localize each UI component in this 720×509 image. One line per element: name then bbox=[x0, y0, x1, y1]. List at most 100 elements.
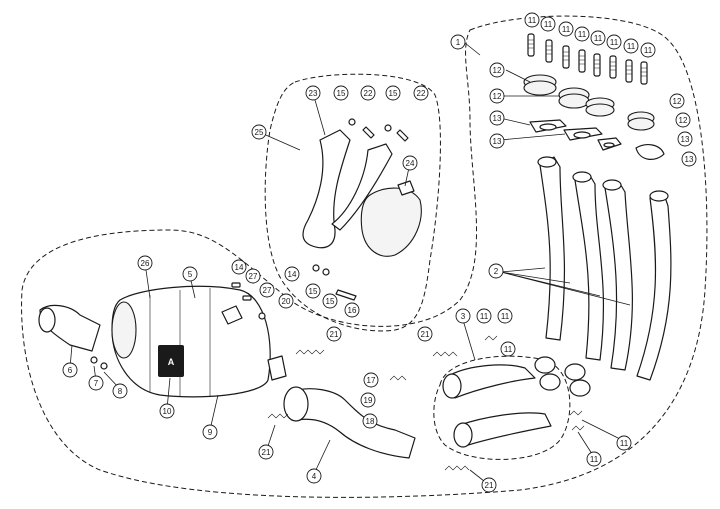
callout-c11i: 11 bbox=[476, 308, 492, 324]
callout-c21a: 21 bbox=[326, 326, 342, 342]
callout-number: 11 bbox=[578, 30, 587, 39]
springs-21 bbox=[267, 335, 585, 471]
callout-circle bbox=[481, 477, 497, 493]
callout-circle bbox=[675, 112, 691, 128]
callout-number: 11 bbox=[594, 34, 603, 43]
callout-c13b: 13 bbox=[489, 133, 505, 149]
callout-number: 27 bbox=[249, 272, 258, 281]
hanger-bracket bbox=[302, 129, 393, 249]
callout-number: 11 bbox=[620, 439, 629, 448]
callout-number: 12 bbox=[493, 66, 502, 75]
callout-circle bbox=[112, 383, 128, 399]
header-pipes bbox=[534, 156, 672, 397]
callout-number: 6 bbox=[68, 366, 73, 375]
callout-c11g: 11 bbox=[623, 38, 639, 54]
callout-c12d: 12 bbox=[675, 112, 691, 128]
callout-number: 23 bbox=[309, 89, 318, 98]
callout-circle bbox=[344, 302, 360, 318]
end-cap bbox=[38, 304, 101, 352]
callout-circle bbox=[333, 85, 349, 101]
callout-circle bbox=[488, 263, 504, 279]
heat-shield bbox=[360, 180, 422, 257]
gasket-rings bbox=[523, 74, 655, 131]
callout-circle bbox=[258, 444, 274, 460]
callout-number: 11 bbox=[528, 16, 537, 25]
callout-c17: 17 bbox=[363, 372, 379, 388]
callout-number: 11 bbox=[590, 455, 599, 464]
callout-circle bbox=[202, 424, 218, 440]
callout-c22a: 22 bbox=[360, 85, 376, 101]
callout-number: 14 bbox=[288, 270, 297, 279]
callout-circle bbox=[305, 85, 321, 101]
callout-circle bbox=[606, 34, 622, 50]
callout-c1: 1 bbox=[450, 34, 466, 50]
callout-circle bbox=[476, 308, 492, 324]
callout-number: 10 bbox=[163, 407, 172, 416]
callout-circle bbox=[284, 266, 300, 282]
callout-number: 15 bbox=[309, 287, 318, 296]
callout-c26: 26 bbox=[137, 255, 153, 271]
akrapovic-logo bbox=[158, 345, 184, 377]
callout-c11l: 11 bbox=[616, 435, 632, 451]
callout-c10: 10 bbox=[159, 403, 175, 419]
spring-set-top bbox=[527, 33, 648, 85]
callout-c5: 5 bbox=[182, 266, 198, 282]
callout-c12c: 12 bbox=[669, 93, 685, 109]
callout-c7: 7 bbox=[88, 375, 104, 391]
callout-circle bbox=[558, 21, 574, 37]
callout-circle bbox=[677, 131, 693, 147]
callout-c11k: 11 bbox=[500, 341, 516, 357]
callout-c15c: 15 bbox=[305, 283, 321, 299]
callout-c23: 23 bbox=[305, 85, 321, 101]
callout-c11a: 11 bbox=[524, 12, 540, 28]
callout-circle bbox=[616, 435, 632, 451]
callout-number: 22 bbox=[417, 89, 426, 98]
callout-circle bbox=[306, 468, 322, 484]
callout-c13d: 13 bbox=[681, 151, 697, 167]
callout-number: 21 bbox=[421, 330, 430, 339]
callout-number: 17 bbox=[367, 376, 376, 385]
callout-circle bbox=[322, 293, 338, 309]
outline-midpipe-kit bbox=[433, 355, 571, 460]
callout-c3: 3 bbox=[455, 308, 471, 324]
callout-number: 5 bbox=[188, 270, 193, 279]
callout-c13a: 13 bbox=[489, 110, 505, 126]
callout-c4: 4 bbox=[306, 468, 322, 484]
callout-c24: 24 bbox=[402, 155, 418, 171]
callout-circle bbox=[586, 451, 602, 467]
callout-c11m: 11 bbox=[586, 451, 602, 467]
callout-number: 18 bbox=[366, 417, 375, 426]
callout-circle bbox=[489, 110, 505, 126]
callout-number: 8 bbox=[118, 387, 123, 396]
callout-number: 11 bbox=[610, 38, 619, 47]
callout-circle bbox=[489, 133, 505, 149]
callout-number: 13 bbox=[681, 135, 690, 144]
outline-bracket-kit bbox=[264, 73, 441, 332]
callout-c21b: 21 bbox=[417, 326, 433, 342]
callout-c11b: 11 bbox=[540, 16, 556, 32]
callout-circle bbox=[182, 266, 198, 282]
callout-circle bbox=[402, 155, 418, 171]
callout-c18: 18 bbox=[362, 413, 378, 429]
callout-circle bbox=[574, 26, 590, 42]
callout-circle bbox=[159, 403, 175, 419]
callout-number: 11 bbox=[644, 46, 653, 55]
callout-c11e: 11 bbox=[590, 30, 606, 46]
callout-circle bbox=[278, 293, 294, 309]
callout-circle bbox=[681, 151, 697, 167]
callout-number: 3 bbox=[461, 312, 466, 321]
callout-number: 13 bbox=[493, 114, 502, 123]
callout-circle bbox=[305, 283, 321, 299]
callout-number: 25 bbox=[255, 128, 264, 137]
callout-number: 26 bbox=[141, 259, 150, 268]
callout-circle bbox=[497, 308, 513, 324]
callout-circle bbox=[385, 85, 401, 101]
mid-pipe bbox=[442, 364, 552, 448]
callout-circle bbox=[245, 268, 261, 284]
callout-number: 12 bbox=[493, 92, 502, 101]
callout-circle bbox=[417, 326, 433, 342]
callout-number: 27 bbox=[263, 286, 272, 295]
callout-circle bbox=[640, 42, 656, 58]
callout-c19: 19 bbox=[360, 392, 376, 408]
